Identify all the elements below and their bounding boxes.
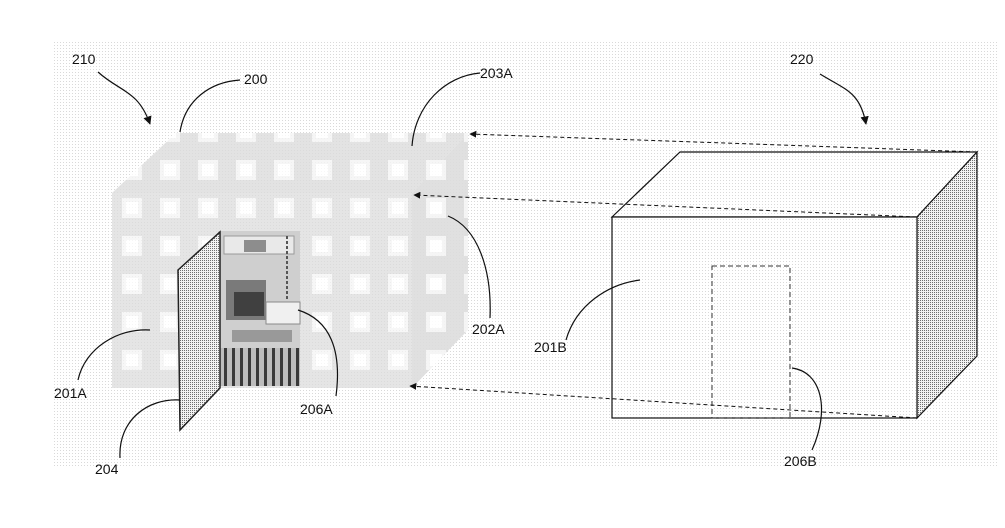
virtual-space-box bbox=[610, 150, 979, 420]
leader-201B bbox=[565, 279, 641, 341]
label-204: 204 bbox=[95, 461, 119, 477]
label-201A: 201A bbox=[54, 385, 87, 401]
label-202A: 202A bbox=[472, 321, 505, 337]
real-opening-interior bbox=[218, 231, 301, 386]
leader-206B bbox=[791, 367, 823, 451]
leader-206A bbox=[297, 309, 339, 397]
label-200: 200 bbox=[244, 71, 268, 87]
label-220: 220 bbox=[790, 51, 814, 67]
leader-210 bbox=[97, 71, 152, 125]
projection-arrows bbox=[409, 130, 978, 419]
real-top-face bbox=[112, 133, 468, 193]
leader-201A bbox=[77, 329, 151, 381]
virtual-front-face bbox=[611, 216, 918, 419]
leader-220 bbox=[819, 73, 869, 125]
virtual-opening-outline bbox=[711, 265, 791, 419]
label-201B: 201B bbox=[534, 339, 567, 355]
leader-202A bbox=[447, 215, 491, 319]
leader-203A bbox=[411, 72, 481, 147]
label-206B: 206B bbox=[784, 453, 817, 469]
leader-200 bbox=[179, 79, 241, 133]
projection-arrow-bottom bbox=[409, 382, 918, 419]
label-206A: 206A bbox=[300, 401, 333, 417]
label-203A: 203A bbox=[480, 65, 513, 81]
leader-204 bbox=[119, 399, 181, 459]
leader-lines bbox=[77, 71, 869, 459]
door-panel bbox=[177, 230, 221, 432]
projection-arrow-top bbox=[469, 130, 978, 153]
label-210: 210 bbox=[72, 51, 96, 67]
